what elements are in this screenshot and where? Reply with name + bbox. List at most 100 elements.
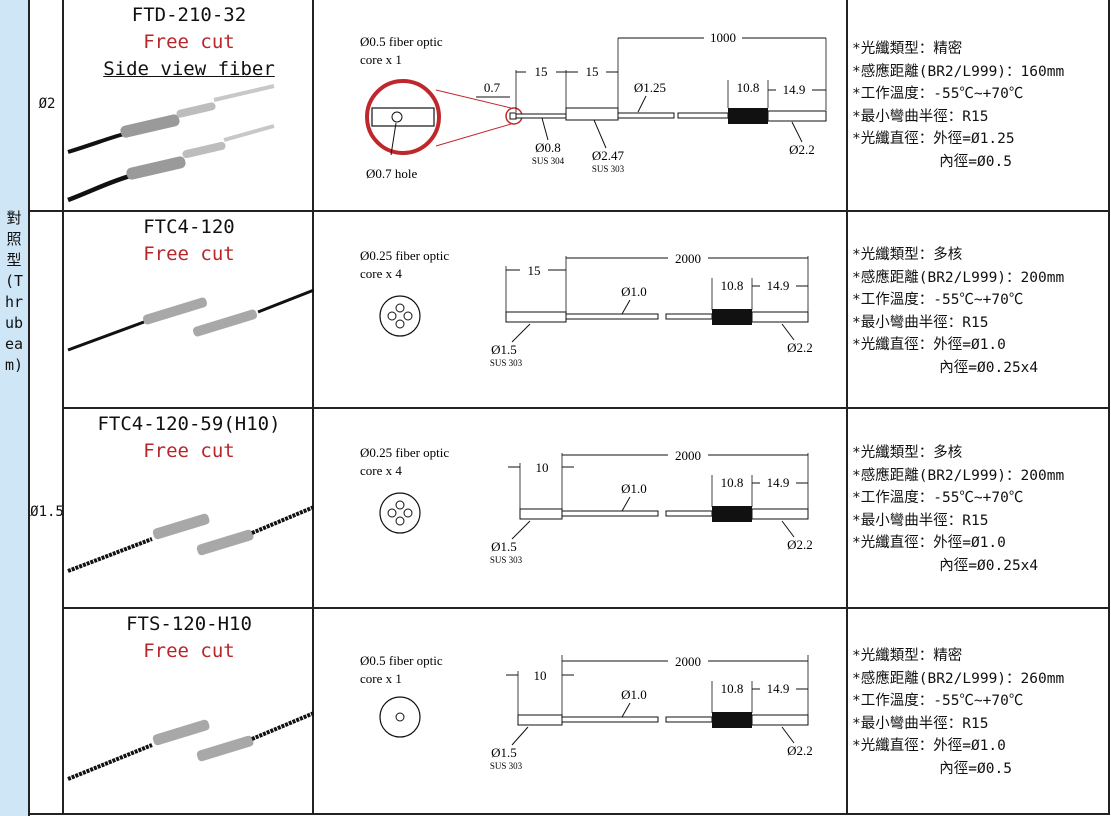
mat-sleeve: SUS 303 xyxy=(592,164,625,174)
free-cut-note: Free cut xyxy=(143,31,235,53)
product-row: FTD-210-32 Free cut Side view fiber Ø0.5… xyxy=(30,0,1110,210)
d-fiber: Ø1.0 xyxy=(621,284,647,299)
core-count-label: core x 4 xyxy=(360,463,402,478)
spec-item: *最小彎曲半徑：R15 xyxy=(852,512,989,529)
dim-d: 14.9 xyxy=(767,278,790,293)
dim-total: 2000 xyxy=(675,654,701,669)
spec-item: *光纖類型：精密 xyxy=(852,41,963,57)
model-cell: FTS-120-H10 Free cut xyxy=(64,611,314,665)
d-sleeve: Ø1.5 xyxy=(491,342,517,357)
d-tip: Ø0.8 xyxy=(535,140,561,155)
dimension-drawing: Ø0.5 fiber optic core x 1 10 2000 10.8 xyxy=(360,653,813,771)
category-column: 對照型(Thrubeam) xyxy=(0,0,30,816)
dim-d: 14.9 xyxy=(767,681,790,696)
d-sleeve: Ø1.5 xyxy=(491,745,517,760)
d-sleeve: Ø2.47 xyxy=(592,148,625,163)
spec-item: 內徑=Ø0.25x4 xyxy=(852,557,1039,574)
spec-item: *光纖直徑：外徑=Ø1.25 xyxy=(852,131,1015,147)
spec-list: *光纖類型：多核 *感應距離(BR2/L999)：200mm *工作溫度：-55… xyxy=(852,244,1108,379)
diameter-label: Ø1.5 xyxy=(30,504,64,520)
product-row: FTC4-120 Free cut Ø0.25 fiber optic core… xyxy=(30,212,1110,407)
spec-item: *光纖直徑：外徑=Ø1.0 xyxy=(852,738,1006,754)
spec-item: *感應距離(BR2/L999)：200mm xyxy=(852,467,1065,484)
spec-item: 內徑=Ø0.5 xyxy=(852,760,1012,777)
side-view-note: Side view fiber xyxy=(103,58,275,80)
d-end: Ø2.2 xyxy=(787,743,813,758)
model-name: FTC4-120 xyxy=(143,216,235,238)
spec-item: *光纖類型：多核 xyxy=(852,445,963,461)
spec-list: *光纖類型：精密 *感應距離(BR2/L999)：160mm *工作溫度：-55… xyxy=(852,38,1108,173)
dimension-drawing: Ø0.25 fiber optic core x 4 15 2000 xyxy=(360,248,813,368)
column-divider xyxy=(62,0,64,815)
spec-item: *光纖直徑：外徑=Ø1.0 xyxy=(852,337,1006,353)
model-name: FTD-210-32 xyxy=(131,4,247,26)
spec-list: *光纖類型：多核 *感應距離(BR2/L999)：200mm *工作溫度：-55… xyxy=(852,442,1108,577)
spec-item: *工作溫度：-55℃~+70℃ xyxy=(852,490,1024,506)
dim-c: 10.8 xyxy=(737,80,760,95)
product-table: Ø2 Ø1.5 FTD-210-32 Free cut Side view fi… xyxy=(30,0,1110,815)
spec-item: 內徑=Ø0.5 xyxy=(852,153,1012,170)
dim-c: 10.8 xyxy=(721,475,744,490)
d-fiber: Ø1.0 xyxy=(621,481,647,496)
mat-sleeve: SUS 303 xyxy=(490,555,523,565)
core-label: Ø0.25 fiber optic xyxy=(360,248,449,263)
spec-item: *最小彎曲半徑：R15 xyxy=(852,314,989,331)
spec-item: *工作溫度：-55℃~+70℃ xyxy=(852,86,1024,102)
dim-total: 2000 xyxy=(675,251,701,266)
product-photo xyxy=(67,288,314,352)
dim-c: 10.8 xyxy=(721,681,744,696)
product-photo xyxy=(67,505,314,573)
dim-total: 1000 xyxy=(710,30,736,45)
model-cell: FTC4-120-59(H10) Free cut xyxy=(64,411,314,465)
dim-d: 14.9 xyxy=(767,475,790,490)
mat-sleeve: SUS 303 xyxy=(490,761,523,771)
core-label: Ø0.5 fiber optic xyxy=(360,34,443,49)
hole-label: Ø0.7 hole xyxy=(366,166,418,181)
dim-c: 10.8 xyxy=(721,278,744,293)
free-cut-note: Free cut xyxy=(143,243,235,265)
model-name: FTC4-120-59(H10) xyxy=(97,413,281,435)
diameter-label: Ø2 xyxy=(38,96,56,112)
mat-sleeve: SUS 303 xyxy=(490,358,523,368)
row-divider xyxy=(64,607,1110,609)
core-count-label: core x 4 xyxy=(360,266,402,281)
free-cut-note: Free cut xyxy=(143,440,235,462)
spec-item: 內徑=Ø0.25x4 xyxy=(852,359,1039,376)
spec-list: *光纖類型：精密 *感應距離(BR2/L999)：260mm *工作溫度：-55… xyxy=(852,645,1108,780)
d-fiber: Ø1.0 xyxy=(621,687,647,702)
row-divider xyxy=(64,407,1110,409)
spec-item: *感應距離(BR2/L999)：160mm xyxy=(852,63,1065,80)
model-name: FTS-120-H10 xyxy=(126,613,252,635)
row-divider xyxy=(30,210,1110,212)
d-sleeve: Ø1.5 xyxy=(491,539,517,554)
dim-total: 2000 xyxy=(675,448,701,463)
spec-item: *最小彎曲半徑：R15 xyxy=(852,715,989,732)
model-cell: FTD-210-32 Free cut Side view fiber xyxy=(64,2,314,83)
dim-d: 14.9 xyxy=(783,82,806,97)
dim-tip: 0.7 xyxy=(484,80,501,95)
free-cut-note: Free cut xyxy=(143,640,235,662)
dim-a: 10 xyxy=(534,668,547,683)
dim-a: 15 xyxy=(535,64,548,79)
spec-item: *光纖類型：多核 xyxy=(852,247,963,263)
dimension-drawing: Ø0.25 fiber optic core x 4 10 2000 xyxy=(360,445,813,565)
dim-a: 15 xyxy=(528,263,541,278)
d-end: Ø2.2 xyxy=(787,340,813,355)
category-label: 對照型(Thrubeam) xyxy=(4,209,24,374)
core-count-label: core x 1 xyxy=(360,671,402,686)
product-photo xyxy=(67,711,314,781)
core-label: Ø0.5 fiber optic xyxy=(360,653,443,668)
mat-tip: SUS 304 xyxy=(532,156,565,166)
d-end: Ø2.2 xyxy=(787,537,813,552)
spec-item: *感應距離(BR2/L999)：200mm xyxy=(852,269,1065,286)
spec-item: *感應距離(BR2/L999)：260mm xyxy=(852,670,1065,687)
product-photo xyxy=(67,84,275,203)
spec-item: *工作溫度：-55℃~+70℃ xyxy=(852,292,1024,308)
dimension-drawing: Ø0.5 fiber optic core x 1 Ø0.7 hole xyxy=(360,30,827,181)
spec-item: *最小彎曲半徑：R15 xyxy=(852,108,989,125)
d-fiber: Ø1.25 xyxy=(634,80,666,95)
dim-a: 10 xyxy=(536,460,549,475)
dim-b: 15 xyxy=(586,64,599,79)
product-row: FTS-120-H10 Free cut Ø0.5 fiber optic co… xyxy=(30,609,1110,813)
